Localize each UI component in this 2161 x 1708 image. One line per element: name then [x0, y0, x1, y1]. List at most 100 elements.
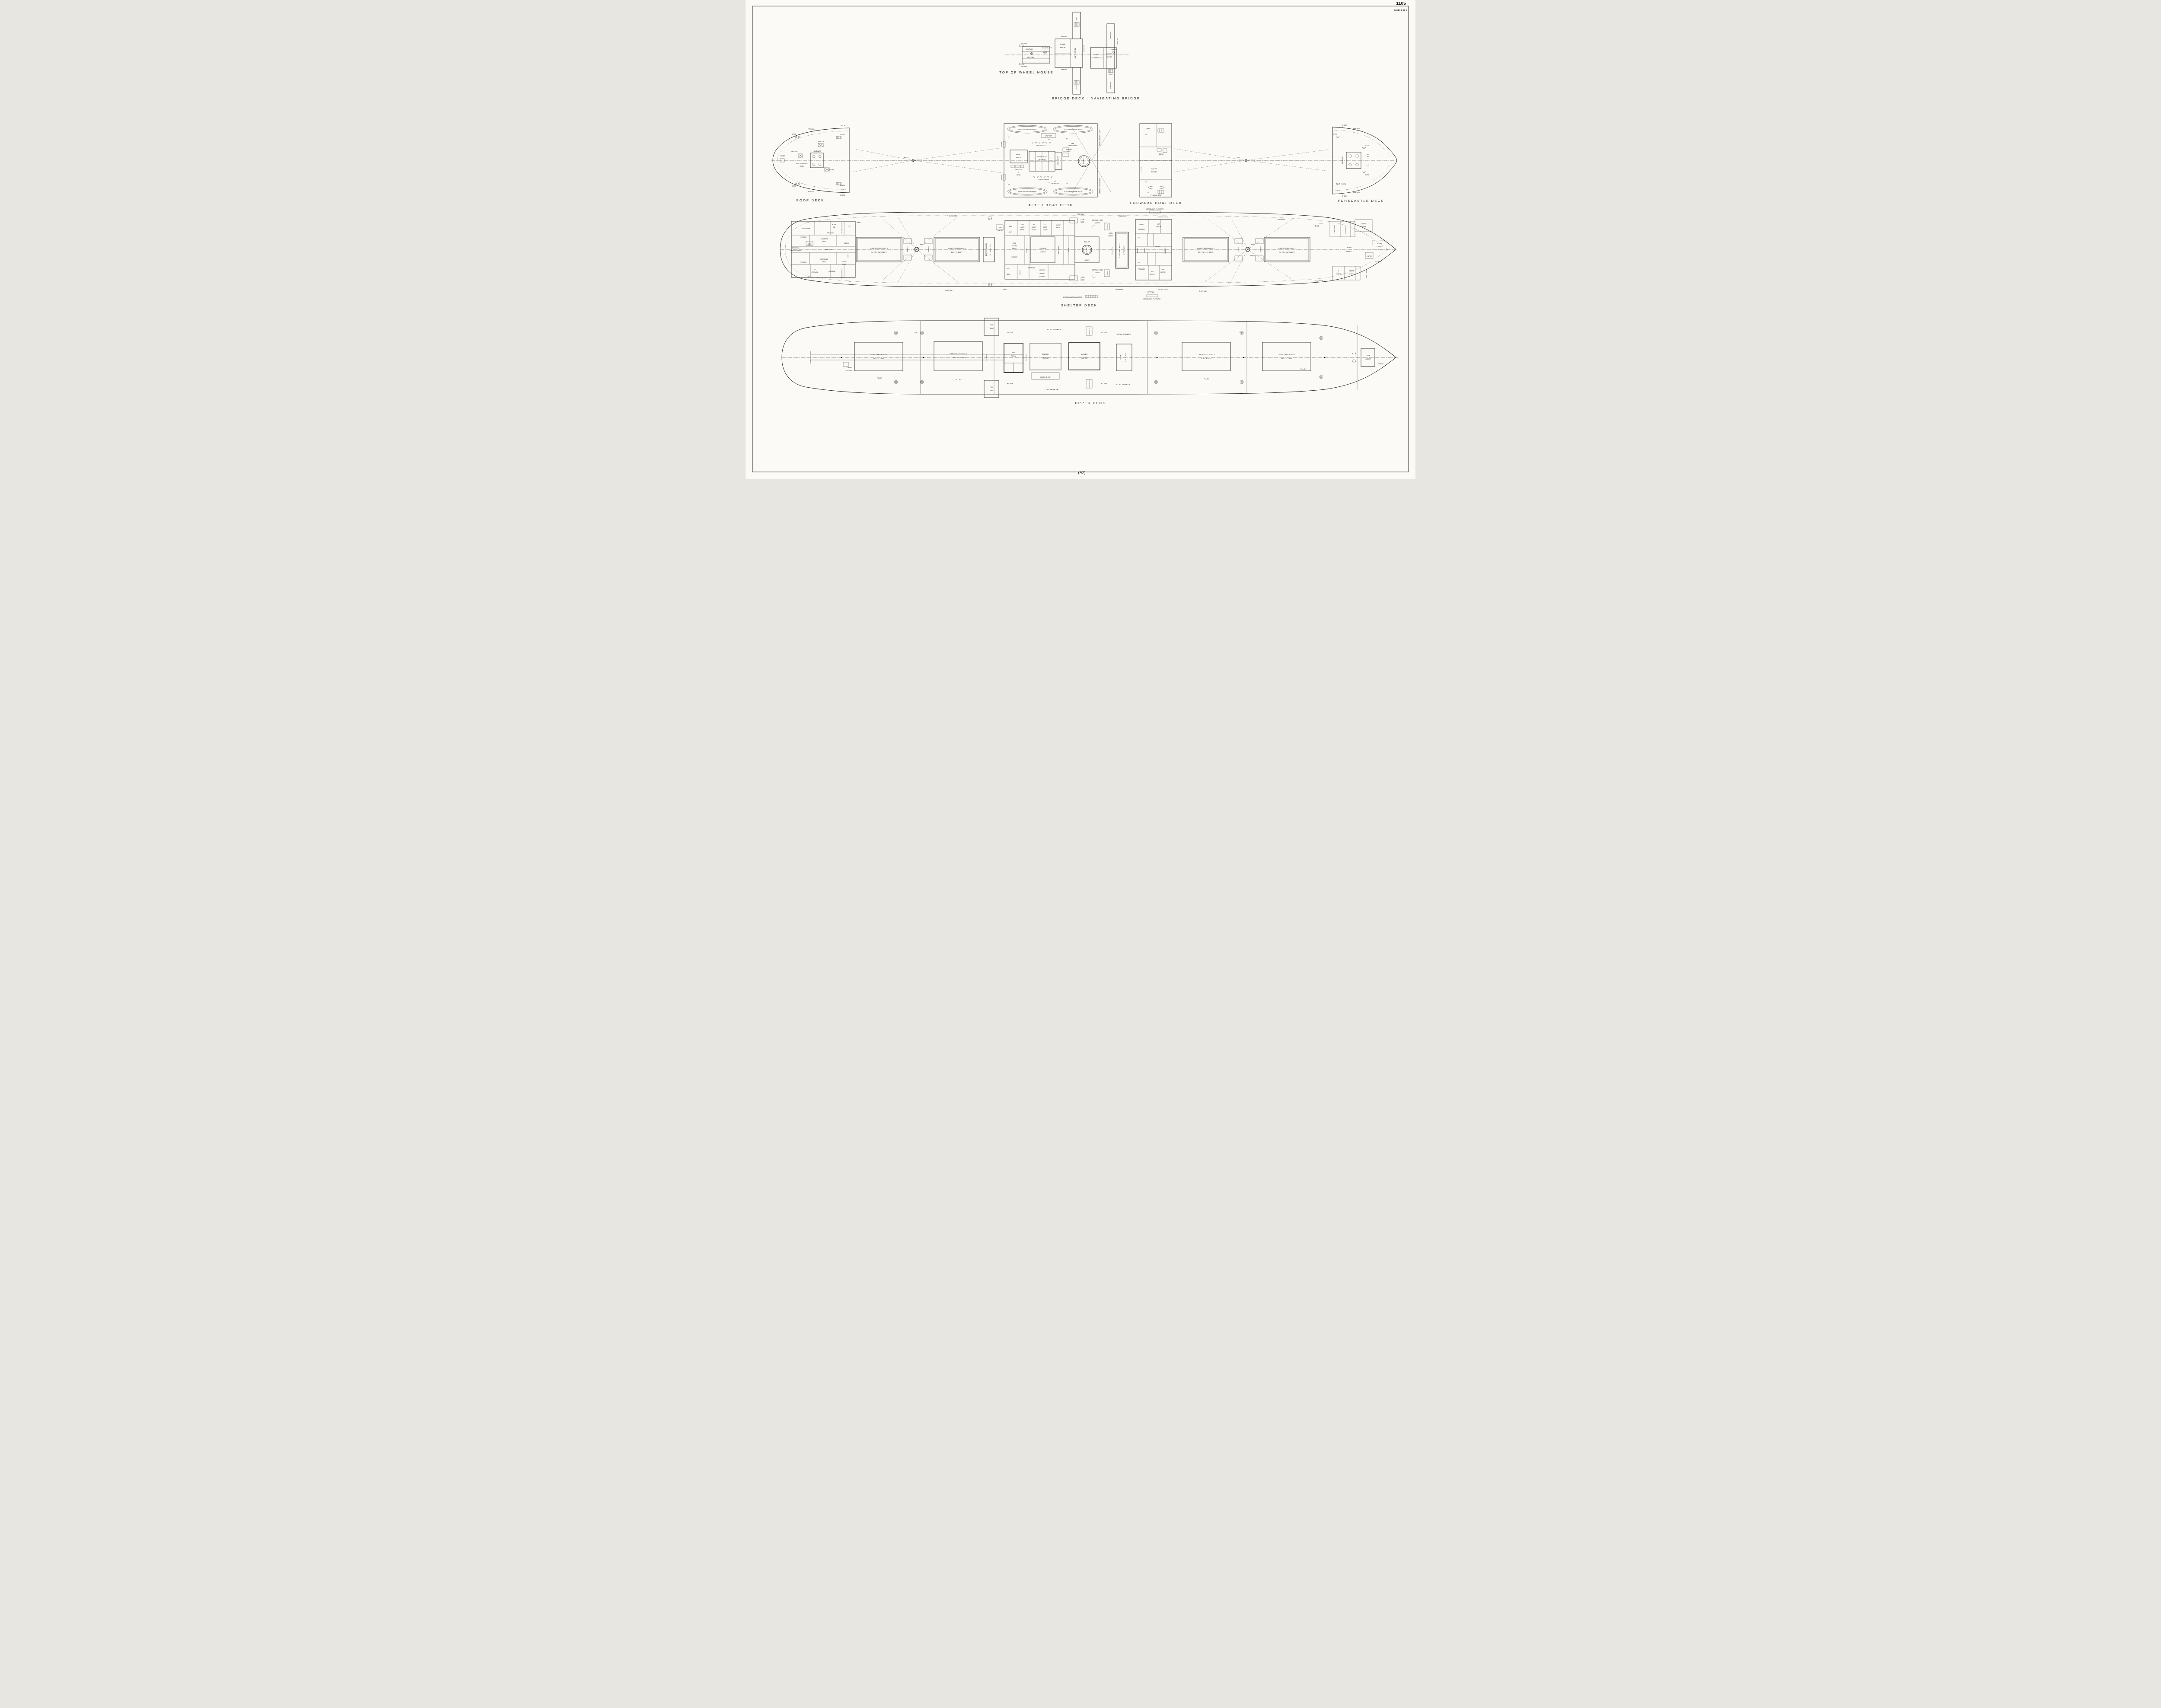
label-ladder: LADDER [1001, 142, 1002, 147]
label-fire-buckets: FIRE BUCKETS [1039, 179, 1049, 181]
label-chart-room: ROOM [1094, 57, 1099, 59]
label-boiler-hatch: HATCH [1084, 259, 1090, 261]
label-capts-room: CAPT'S [1151, 168, 1157, 170]
title-bridge-deck: BRIDGE DECK [1052, 96, 1085, 100]
label-down: DOWN [1147, 127, 1151, 129]
label-mv: M.V. [1008, 136, 1010, 138]
label-engine-hatch: ENGINE [1042, 353, 1049, 355]
label-3-qmrs: QMRS [1336, 273, 1341, 275]
label-trunk: TRUNK [1120, 355, 1122, 360]
label-ladder: LADDER [1021, 66, 1027, 67]
label-2nd-offcr: 2ND [1162, 269, 1165, 271]
label-life-preservers: PRESERVERS [1051, 182, 1059, 184]
title-shelter-deck: SHELTER DECK [1061, 303, 1097, 307]
label-1st-offcr: 1ST [1157, 223, 1160, 225]
label-bitts: BITTS [857, 222, 861, 223]
label-passage: PASSAGE [829, 271, 835, 272]
label-passage: PASSAGE [1138, 268, 1145, 270]
label-mv: M.V. [1145, 134, 1148, 136]
title-navigating-bridge: NAVIGATING BRIDGE [1091, 96, 1140, 100]
label-3rd-offcr: OFFCR. [1150, 274, 1155, 275]
label-engine-hatch: ENGINE [1040, 247, 1046, 249]
label-store-room: ROOM [842, 264, 847, 265]
label-coal-hatch: COAL [1081, 219, 1085, 220]
label-wood-rail: WOOD RAIL [1117, 38, 1119, 45]
label-cargo-hatch-5-dim: 30 FT. 6 IN. X 18 FT. [871, 251, 887, 253]
label-tunnel-escape: TUNNEL [846, 367, 852, 369]
label-up: UP [1138, 236, 1140, 238]
label-cargo-hatch-3: CARGO HATCH NO. 3 [1119, 243, 1121, 258]
label-coal-hatch: HATCH [1080, 221, 1085, 223]
label-2nd-asst-engr: ASST. [1032, 226, 1036, 228]
label-fw-tank: TANK [989, 327, 994, 329]
label-pipe-rail: PIPE RAIL [1147, 291, 1154, 293]
label-bitts: BITTS [1320, 280, 1323, 281]
label-chain-rail: CHAIN RAIL [1278, 219, 1286, 220]
label-cargo-hatch-1: CARGO HATCH NO. 1 [1278, 354, 1295, 356]
label-mv: M.V. [1048, 138, 1050, 140]
label-pillar: PILLAR [1300, 368, 1306, 370]
label-chain-locker: LOCKER [1365, 358, 1371, 360]
label-mh: M.H. [915, 331, 917, 333]
label-chock: CHOCK [840, 125, 845, 127]
label-engine-room-skylight: SKYLIGHT [1039, 159, 1045, 161]
label-4-mess-boys: 4 MESS [1349, 270, 1355, 272]
label-1st-asst-engr: 1ST [1044, 224, 1046, 226]
label-pipe-rail: PIPE RAIL [1353, 128, 1360, 130]
label-coal-trunk: COAL TRUNK [1058, 246, 1059, 254]
label-10-seamen: 10 SEAMEN [802, 228, 810, 229]
label-sanitary-tank: SANITARY [1066, 149, 1072, 150]
label-closed-chock: CLOSED CHOCK [1158, 288, 1168, 290]
label-pillar: PILLAR [877, 377, 882, 379]
deck-upper: STWRD'S STORES TUNNEL ESCAPE CARGO HATCH… [781, 318, 1398, 405]
label-life-preservers: LIFE [1054, 180, 1056, 182]
label-cargo-hatch-1: CARGO HATCH NO. 1 [1278, 247, 1296, 249]
label-cargo-hatch-5-dim: 33 FT. X 18 FT [873, 357, 884, 360]
label-2nd-asst-engr: ENGR. [1032, 229, 1036, 231]
label-bosns-stores: STORES [1377, 246, 1383, 248]
label-engine-hatch: HATCH [1040, 251, 1045, 253]
label-pipe-rail: PIPE RAIL [1077, 214, 1084, 215]
label-coal-bunker: COAL BUNKER [1117, 333, 1131, 335]
label-lifeboat: 24 FT. LIFEBOAT-METALLIC [1064, 191, 1083, 193]
label-capts-office: CAPT'S OFFICE [1074, 48, 1076, 58]
label-mv: M.V. [1145, 181, 1148, 183]
label-bitts: BITTS [988, 216, 992, 218]
footer-page: (92) [1078, 471, 1086, 475]
label-wc: W.C. [848, 225, 851, 227]
label-mast: MAST [904, 156, 909, 159]
label-super-cargo: SUPER [1039, 273, 1045, 274]
label-lifeboat: 24 FT. LIFEBOAT-METALLIC [1018, 129, 1037, 131]
label-tiller: TILLER [780, 155, 785, 157]
label-chain-rail: CHAIN RAIL [945, 290, 953, 291]
label-tunnel-escape: ESCAPE [846, 370, 852, 372]
label-3rd-asst-engr: ASST. [1020, 226, 1024, 228]
label-life-preservers: PRESERVERS [1068, 145, 1077, 147]
label-cargo-hatch-1-dim: 33 FT. X 18 FT [1281, 357, 1292, 360]
label-cargo-space: SPACE [1346, 250, 1352, 252]
label-galley: GALLEY [1068, 247, 1069, 252]
label-coal-hatch: COAL HATCH [1111, 247, 1113, 255]
label-ladder: LADDER [1001, 175, 1002, 179]
label-up: UP [1138, 261, 1140, 263]
label-boiler-hatch: BOILER [1084, 241, 1090, 243]
label-fw-tank: F.W. [990, 324, 993, 326]
label-chock: CHOCK [1342, 195, 1348, 197]
label-15-firemen: FIREMEN [812, 271, 818, 273]
label-skylight: SKYLIGHT [827, 169, 834, 171]
page-number: 1105 [1396, 1, 1406, 6]
label-pipe-rail: PIPE RAIL [808, 128, 815, 130]
label-pipe-rail: PIPE RAIL [1027, 57, 1034, 58]
label-pantry: PANTRY [1144, 248, 1145, 253]
label-winch: WINCH [1238, 247, 1240, 251]
label-engineers-mess: MESS [1012, 248, 1017, 249]
label-pipe-rail: PIPE RAIL [808, 191, 815, 193]
label-windlass: WINDLASS [1342, 156, 1343, 164]
label-wireless-oprs: WIRELESS [1015, 169, 1023, 171]
label-compass: COMPASS [1026, 48, 1033, 50]
label-derrick-post-vent: DERRICK POST & VENT [1099, 178, 1101, 194]
label-compass: COMPASS [1111, 49, 1117, 51]
label-chain-rail: CHAIN RAIL [1119, 215, 1127, 217]
label-1st-asst-engr: ENGR. [1043, 229, 1048, 231]
label-cooks: COOKS [847, 254, 849, 258]
